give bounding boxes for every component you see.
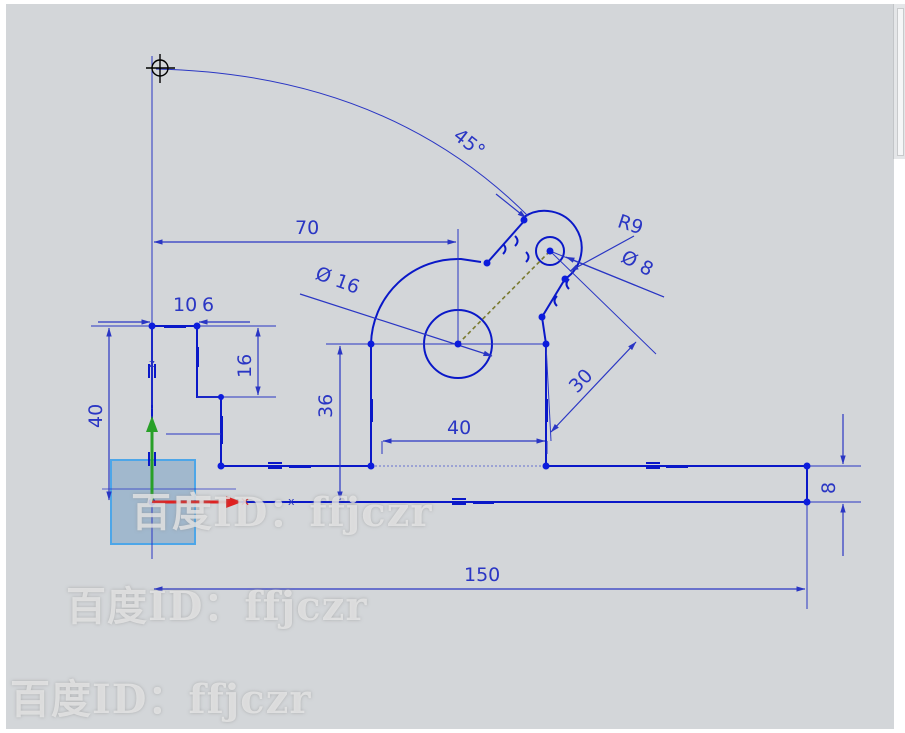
- sketch-points: [148, 216, 811, 506]
- axis-z-label: z: [149, 357, 155, 370]
- axis-x-label: x: [288, 495, 295, 508]
- dim-r9: R9: [615, 210, 646, 239]
- dim-40-vertical: 40: [85, 404, 107, 428]
- arm-line-upper[interactable]: [486, 219, 526, 264]
- dim-150: 150: [464, 564, 500, 586]
- scrollbar-thumb[interactable]: [897, 8, 904, 156]
- sketch-svg: z x ✕ 45° 70 R9 Ø 8 Ø 16 10 6 16 40 36 4…: [85, 54, 861, 609]
- dim-70: 70: [295, 217, 319, 239]
- watermark-1: 百度ID：ffjczr: [131, 489, 433, 536]
- dim-16: 16: [234, 354, 256, 378]
- crosshair-cursor-icon: [146, 54, 175, 83]
- constraint-symbols: [148, 235, 688, 505]
- dim-45-arrow: [495, 193, 527, 219]
- dim-10: 10: [173, 294, 197, 316]
- sketch-canvas[interactable]: z x ✕ 45° 70 R9 Ø 8 Ø 16 10 6 16 40 36 4…: [6, 4, 894, 729]
- dim-6: 6: [202, 294, 214, 316]
- dim-30: 30: [565, 365, 598, 398]
- dim-40-horizontal: 40: [447, 417, 471, 439]
- dim-dia16: Ø 16: [313, 263, 363, 299]
- dim-36: 36: [315, 394, 337, 418]
- dim-8: 8: [818, 482, 840, 494]
- dim-angle-45: 45°: [449, 124, 489, 162]
- dim-dia8: Ø 8: [617, 246, 657, 281]
- dim-r9-leader: [569, 235, 635, 272]
- axis-x-marker: ✕: [240, 495, 250, 509]
- csys-axes: z x ✕: [146, 357, 295, 509]
- watermark-3: 百度ID：ffjczr: [10, 676, 312, 723]
- dim-30-line: [550, 341, 637, 433]
- vertical-scrollbar[interactable]: [893, 4, 905, 159]
- watermark-2: 百度ID：ffjczr: [66, 583, 368, 630]
- dim-d16-leader: [299, 293, 493, 357]
- center-link-line: [457, 250, 551, 345]
- hole-d8[interactable]: [535, 236, 565, 266]
